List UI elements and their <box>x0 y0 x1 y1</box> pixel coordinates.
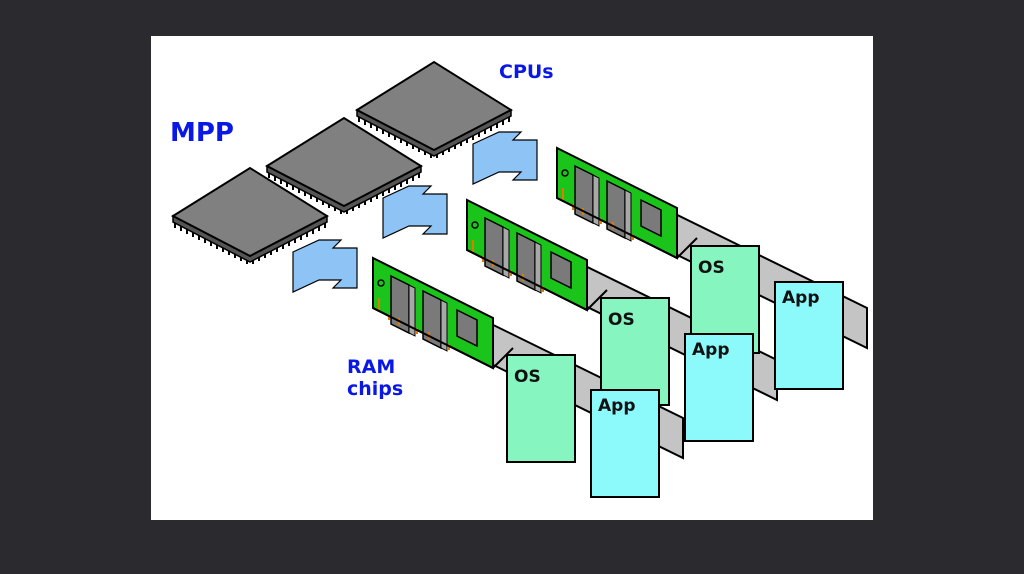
app-block-2: App <box>684 333 754 442</box>
ram-label-line1: RAM <box>347 356 396 378</box>
svg-text:OS: OS <box>698 258 725 278</box>
mpp-label: MPP <box>170 118 234 148</box>
cpus-label: CPUs <box>499 61 554 83</box>
app-block-3: App <box>774 281 844 390</box>
svg-text:App: App <box>782 288 820 308</box>
svg-text:OS: OS <box>608 310 635 330</box>
svg-text:App: App <box>598 396 636 416</box>
mpp-diagram: OS App OS App OS App <box>172 61 868 498</box>
os-block-1: OS <box>506 354 576 463</box>
cpu-ram-arrow-3 <box>472 131 538 185</box>
os-block-2: OS <box>600 297 670 406</box>
ram-label-line2: chips <box>347 378 404 400</box>
app-block-1: App <box>590 389 660 498</box>
diagram-slide: MPP CPUs RAM chips <box>151 36 873 520</box>
cpu-ram-arrow-2 <box>382 185 448 239</box>
cpu-ram-arrow-1 <box>292 239 358 293</box>
ram-chips-label: RAM chips <box>347 356 403 400</box>
svg-text:App: App <box>692 340 730 360</box>
svg-text:OS: OS <box>514 367 541 387</box>
